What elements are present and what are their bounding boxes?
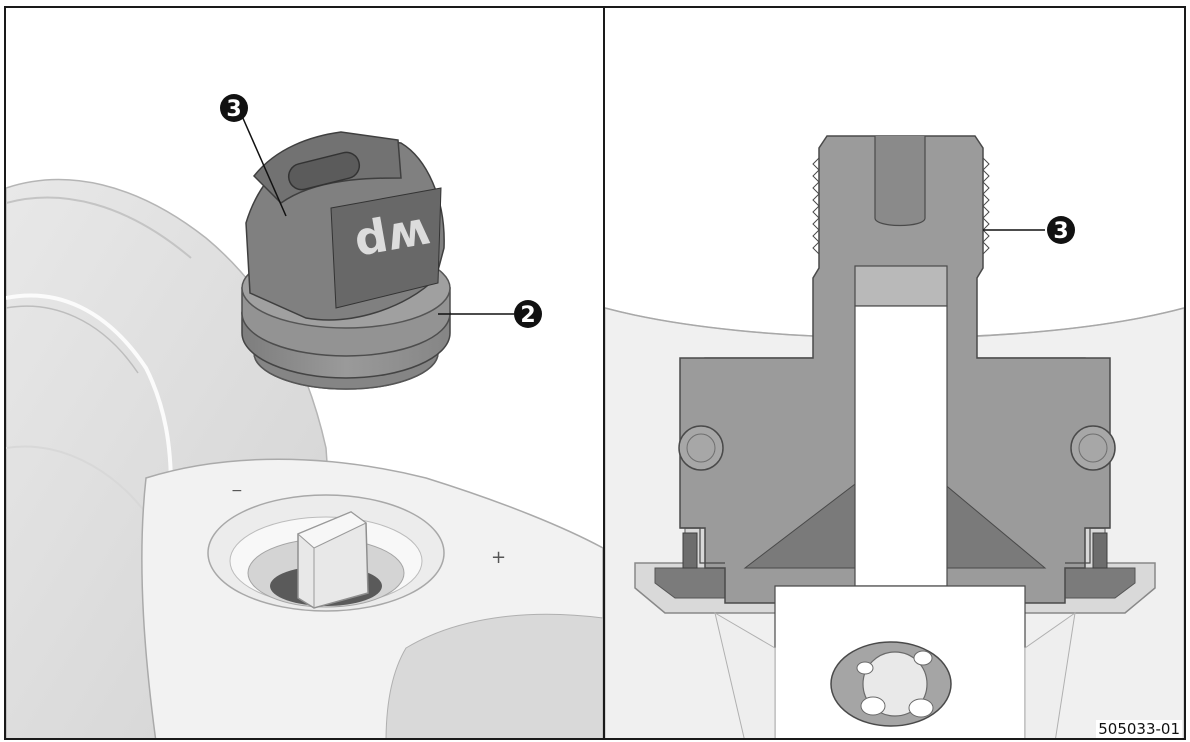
svg-text:2: 2: [520, 303, 535, 328]
shaft-cross-section: [714, 305, 1076, 738]
panel-divider: [603, 8, 605, 738]
callout-3-left: 3: [220, 94, 287, 217]
left-illustration: − + + ↔ ↗ wp: [6, 94, 603, 738]
left-panel-exploded-view: − + + ↔ ↗ wp: [6, 8, 603, 738]
figure-frame: − + + ↔ ↗ wp: [4, 6, 1186, 740]
svg-text:3: 3: [1053, 219, 1068, 244]
scale-plus-mark: +: [491, 547, 506, 568]
right-illustration: 3: [605, 135, 1184, 738]
callout-2-left: 2: [438, 300, 542, 328]
cap-logo: wp: [351, 207, 435, 273]
scale-minus-mark: −: [231, 483, 243, 499]
right-panel-cross-section: 3: [605, 8, 1184, 738]
fork-top-housing: − +: [141, 458, 603, 738]
adjuster-cap: + ↔ ↗ wp: [241, 131, 451, 390]
reference-code: 505033-01: [1096, 720, 1182, 738]
callout-3-right: 3: [983, 216, 1075, 244]
svg-text:3: 3: [226, 97, 241, 122]
